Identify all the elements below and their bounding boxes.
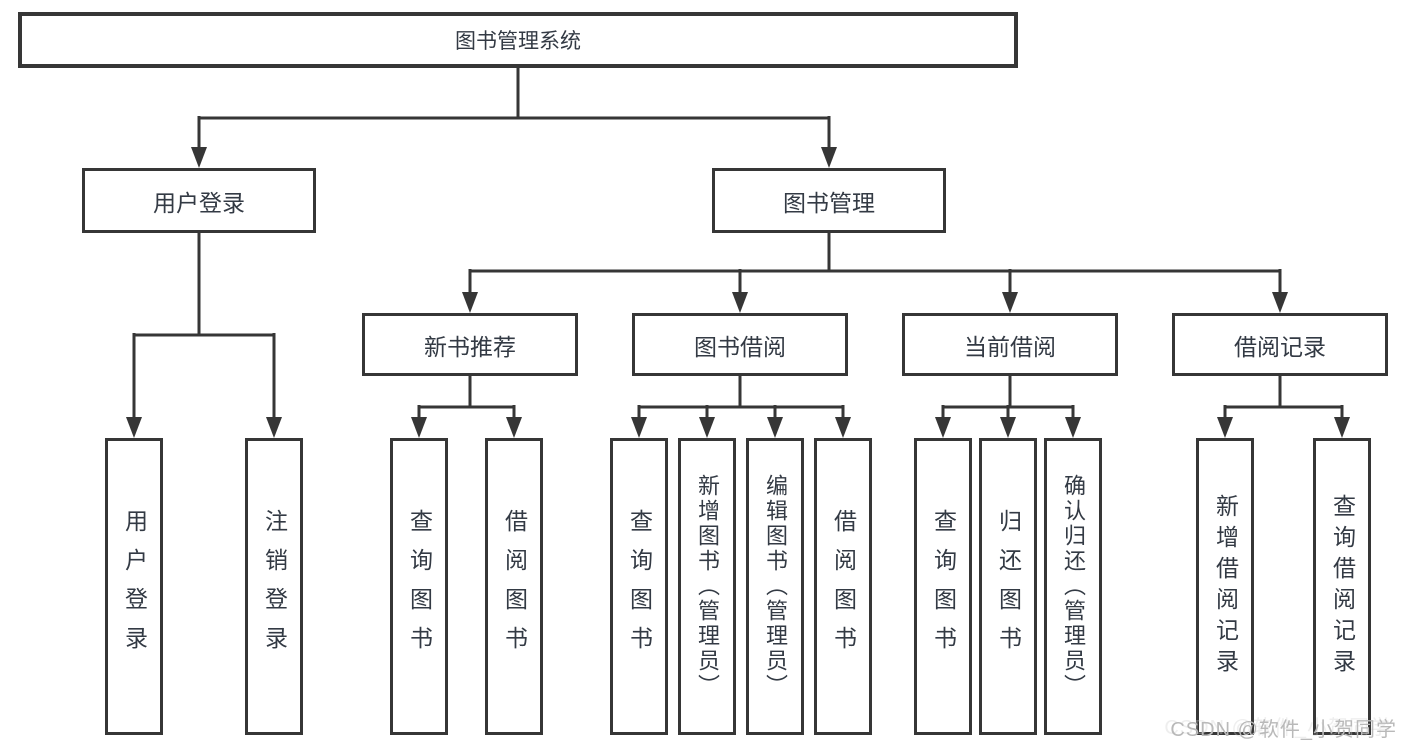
connector-new-book-recommend-to-leaves: [411, 376, 522, 438]
leaf-label: 借阅图书: [501, 508, 528, 665]
connector-current-borrow-to-leaves: [935, 376, 1081, 438]
leaf-query-borrow-record: 查询借阅记录: [1313, 438, 1371, 735]
node-label: 图书管理系统: [455, 30, 581, 53]
node-label: 图书借阅: [694, 333, 786, 360]
node-book-management: 图书管理: [712, 168, 946, 233]
leaf-label: 新增借阅记录: [1212, 493, 1239, 680]
leaf-label: 编辑图书（管理员）: [763, 474, 788, 699]
leaf-label: 注销登录: [261, 508, 288, 665]
leaf-return-books: 归还图书: [979, 438, 1037, 735]
leaf-add-borrow-record: 新增借阅记录: [1196, 438, 1254, 735]
node-label: 用户登录: [153, 189, 245, 216]
node-current-borrow: 当前借阅: [902, 313, 1118, 376]
leaf-query-books-recommend: 查询图书: [390, 438, 448, 735]
node-book-borrow: 图书借阅: [632, 313, 848, 376]
leaf-borrow-books: 借阅图书: [814, 438, 872, 735]
leaf-label: 确认归还（管理员）: [1061, 474, 1086, 699]
node-label: 当前借阅: [964, 333, 1056, 360]
leaf-label: 新增图书（管理员）: [695, 474, 720, 699]
leaf-label: 查询图书: [930, 508, 957, 665]
node-label: 图书管理: [783, 189, 875, 216]
connector-root-to-level2: [191, 68, 837, 168]
node-library-management-system: 图书管理系统: [18, 12, 1018, 68]
csdn-watermark: CSDN @软件_小贺同学: [1170, 719, 1397, 741]
leaf-add-books-admin: 新增图书（管理员）: [678, 438, 736, 735]
leaf-label: 查询图书: [406, 508, 433, 665]
connector-user-login-to-leaves: [126, 233, 282, 438]
leaf-label: 用户登录: [121, 508, 148, 665]
node-new-book-recommend: 新书推荐: [362, 313, 578, 376]
leaf-query-books-borrow: 查询图书: [610, 438, 668, 735]
leaf-label: 借阅图书: [830, 508, 857, 665]
leaf-edit-books-admin: 编辑图书（管理员）: [746, 438, 804, 735]
connector-borrow-records-to-leaves: [1217, 376, 1350, 438]
leaf-label: 查询图书: [626, 508, 653, 665]
connector-book-borrow-to-leaves: [631, 376, 851, 438]
leaf-confirm-return-admin: 确认归还（管理员）: [1044, 438, 1102, 735]
node-label: 新书推荐: [424, 333, 516, 360]
connector-book-management-to-level3: [462, 233, 1288, 313]
node-user-login: 用户登录: [82, 168, 316, 233]
leaf-user-login: 用户登录: [105, 438, 163, 735]
leaf-query-books-current: 查询图书: [914, 438, 972, 735]
leaf-logout: 注销登录: [245, 438, 303, 735]
leaf-label: 查询借阅记录: [1329, 493, 1356, 680]
leaf-label: 归还图书: [995, 508, 1022, 665]
leaf-borrow-books-recommend: 借阅图书: [485, 438, 543, 735]
node-borrow-records: 借阅记录: [1172, 313, 1388, 376]
node-label: 借阅记录: [1234, 333, 1326, 360]
